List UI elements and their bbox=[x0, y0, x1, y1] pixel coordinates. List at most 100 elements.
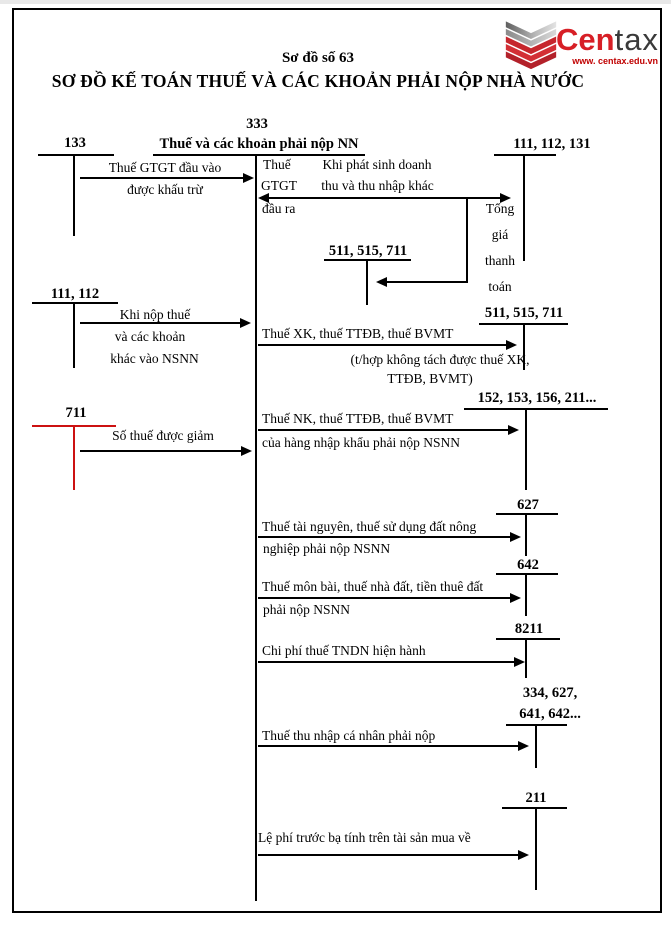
account-111-112-top-bar bbox=[32, 302, 118, 304]
arrow-to-511-line bbox=[379, 281, 468, 283]
label-tax-reduction: Số thuế được giảm bbox=[112, 428, 214, 443]
arrowhead-right bbox=[500, 193, 511, 203]
account-711-stem bbox=[73, 427, 75, 490]
account-511-export-number: 511, 515, 711 bbox=[484, 305, 564, 321]
arrow-resource-tax-line bbox=[258, 536, 512, 538]
label-export-tax-1: Thuế XK, thuế TTĐB, thuế BVMT bbox=[262, 326, 454, 341]
account-511-vat-stem bbox=[366, 261, 368, 305]
arrowhead-right bbox=[506, 340, 517, 350]
arrow-export-tax-line bbox=[258, 344, 508, 346]
account-511-export-stem bbox=[523, 325, 525, 370]
account-511-export-top-bar bbox=[479, 323, 568, 325]
label-vat-input-2: được khấu trừ bbox=[127, 182, 203, 197]
label-export-tax-2: (t/hợp không tách được thuế XK, bbox=[350, 352, 530, 367]
account-627-stem bbox=[525, 515, 527, 556]
centax-logo: Centax bbox=[556, 24, 659, 55]
label-vat-output-1: Thuế bbox=[263, 157, 291, 172]
account-642-stem bbox=[525, 575, 527, 616]
window-top-strip bbox=[0, 0, 671, 4]
label-vat-input-1: Thuế GTGT đầu vào bbox=[108, 160, 222, 175]
account-511-vat-top-bar bbox=[324, 259, 411, 261]
account-133-stem bbox=[73, 156, 75, 236]
label-tax-payment-1: Khi nộp thuế bbox=[119, 307, 191, 322]
account-111-112-number: 111, 112 bbox=[50, 286, 100, 302]
arrowhead-left bbox=[258, 193, 269, 203]
label-registration-fee: Lệ phí trước bạ tính trên tài sản mua về bbox=[258, 830, 471, 845]
account-111-112-131-top-bar bbox=[494, 154, 556, 156]
arrowhead-right bbox=[514, 657, 525, 667]
account-133-top-bar bbox=[38, 154, 114, 156]
account-211-top-bar bbox=[502, 807, 567, 809]
arrow-registration-fee-line bbox=[258, 854, 520, 856]
logo-website: www. centax.edu.vn bbox=[572, 56, 658, 66]
arrowhead-right bbox=[240, 318, 251, 328]
arrow-pit-payable-line bbox=[258, 745, 520, 747]
account-642-top-bar bbox=[496, 573, 558, 575]
label-revenue-1: Khi phát sinh doanh bbox=[322, 157, 432, 172]
page-border bbox=[12, 8, 662, 913]
account-334-number-line2: 641, 642... bbox=[519, 706, 581, 722]
connector-total-payment-vertical bbox=[466, 198, 468, 283]
account-111-112-131-stem bbox=[523, 156, 525, 261]
arrow-license-tax-line bbox=[258, 597, 512, 599]
account-334-top-bar bbox=[506, 724, 567, 726]
logo-text-red: Cen bbox=[556, 22, 615, 57]
account-711-number: 711 bbox=[65, 405, 87, 421]
label-tax-payment-3: khác vào NSNN bbox=[110, 351, 199, 366]
account-211-stem bbox=[535, 809, 537, 890]
arrowhead-right bbox=[508, 425, 519, 435]
account-133-number: 133 bbox=[64, 135, 86, 151]
account-511-vat-number: 511, 515, 711 bbox=[328, 243, 408, 259]
label-tax-payment-2: và các khoản bbox=[114, 329, 186, 344]
label-resource-tax-1: Thuế tài nguyên, thuế sử dụng đất nông bbox=[262, 519, 477, 534]
label-total-payment-4: toán bbox=[488, 279, 512, 294]
account-8211-stem bbox=[525, 640, 527, 678]
arrow-import-tax-line bbox=[258, 429, 510, 431]
arrow-tax-reduction-line bbox=[80, 450, 244, 452]
arrowhead-right bbox=[510, 593, 521, 603]
centax-layered-diamond-icon bbox=[505, 21, 557, 70]
label-total-payment-3: thanh bbox=[485, 253, 515, 268]
account-334-stem bbox=[535, 726, 537, 768]
arrow-revenue-line bbox=[260, 197, 508, 199]
label-pit-payable: Thuế thu nhập cá nhân phải nộp bbox=[262, 728, 436, 743]
account-111-112-stem bbox=[73, 304, 75, 368]
account-152-top-bar bbox=[464, 408, 608, 410]
account-627-top-bar bbox=[496, 513, 558, 515]
label-vat-output-3: đầu ra bbox=[262, 201, 296, 216]
arrowhead-left bbox=[376, 277, 387, 287]
account-627-number: 627 bbox=[517, 497, 539, 513]
label-total-payment-2: giá bbox=[491, 227, 509, 242]
arrowhead-right bbox=[510, 532, 521, 542]
account-8211-top-bar bbox=[496, 638, 560, 640]
account-711-top-bar bbox=[32, 425, 116, 427]
account-211-number: 211 bbox=[525, 790, 547, 806]
arrowhead-right bbox=[518, 850, 529, 860]
label-vat-output-2: GTGT bbox=[261, 178, 297, 193]
arrow-vat-input-line bbox=[80, 177, 246, 179]
scheme-number: Sơ đồ số 63 bbox=[281, 50, 355, 66]
account-333-center-line bbox=[255, 156, 257, 901]
arrowhead-right bbox=[243, 173, 254, 183]
arrowhead-right bbox=[241, 446, 252, 456]
label-revenue-2: thu và thu nhập khác bbox=[321, 178, 434, 193]
label-total-payment-1: Tổng bbox=[485, 201, 515, 216]
logo-text-dark: tax bbox=[614, 22, 659, 57]
label-cit-expense: Chi phí thuế TNDN hiện hành bbox=[262, 643, 426, 658]
arrowhead-right bbox=[518, 741, 529, 751]
label-resource-tax-2: nghiệp phải nộp NSNN bbox=[263, 541, 391, 556]
account-333-top-bar bbox=[153, 154, 365, 156]
account-111-112-131-number: 111, 112, 131 bbox=[513, 136, 591, 152]
account-333-number: 333 bbox=[246, 116, 268, 132]
account-8211-number: 8211 bbox=[514, 621, 544, 637]
label-import-tax-2: của hàng nhập khẩu phải nộp NSNN bbox=[262, 435, 460, 450]
label-export-tax-3: TTĐB, BVMT) bbox=[387, 371, 473, 386]
label-license-tax-1: Thuế môn bài, thuế nhà đất, tiền thuê đấ… bbox=[262, 579, 484, 594]
account-152-stem bbox=[525, 410, 527, 490]
arrow-cit-expense-line bbox=[258, 661, 516, 663]
arrow-tax-payment-line bbox=[80, 322, 243, 324]
account-333-name: Thuế và các khoản phải nộp NN bbox=[159, 136, 359, 152]
label-license-tax-2: phải nộp NSNN bbox=[263, 602, 350, 617]
account-152-number: 152, 153, 156, 211... bbox=[477, 390, 597, 406]
